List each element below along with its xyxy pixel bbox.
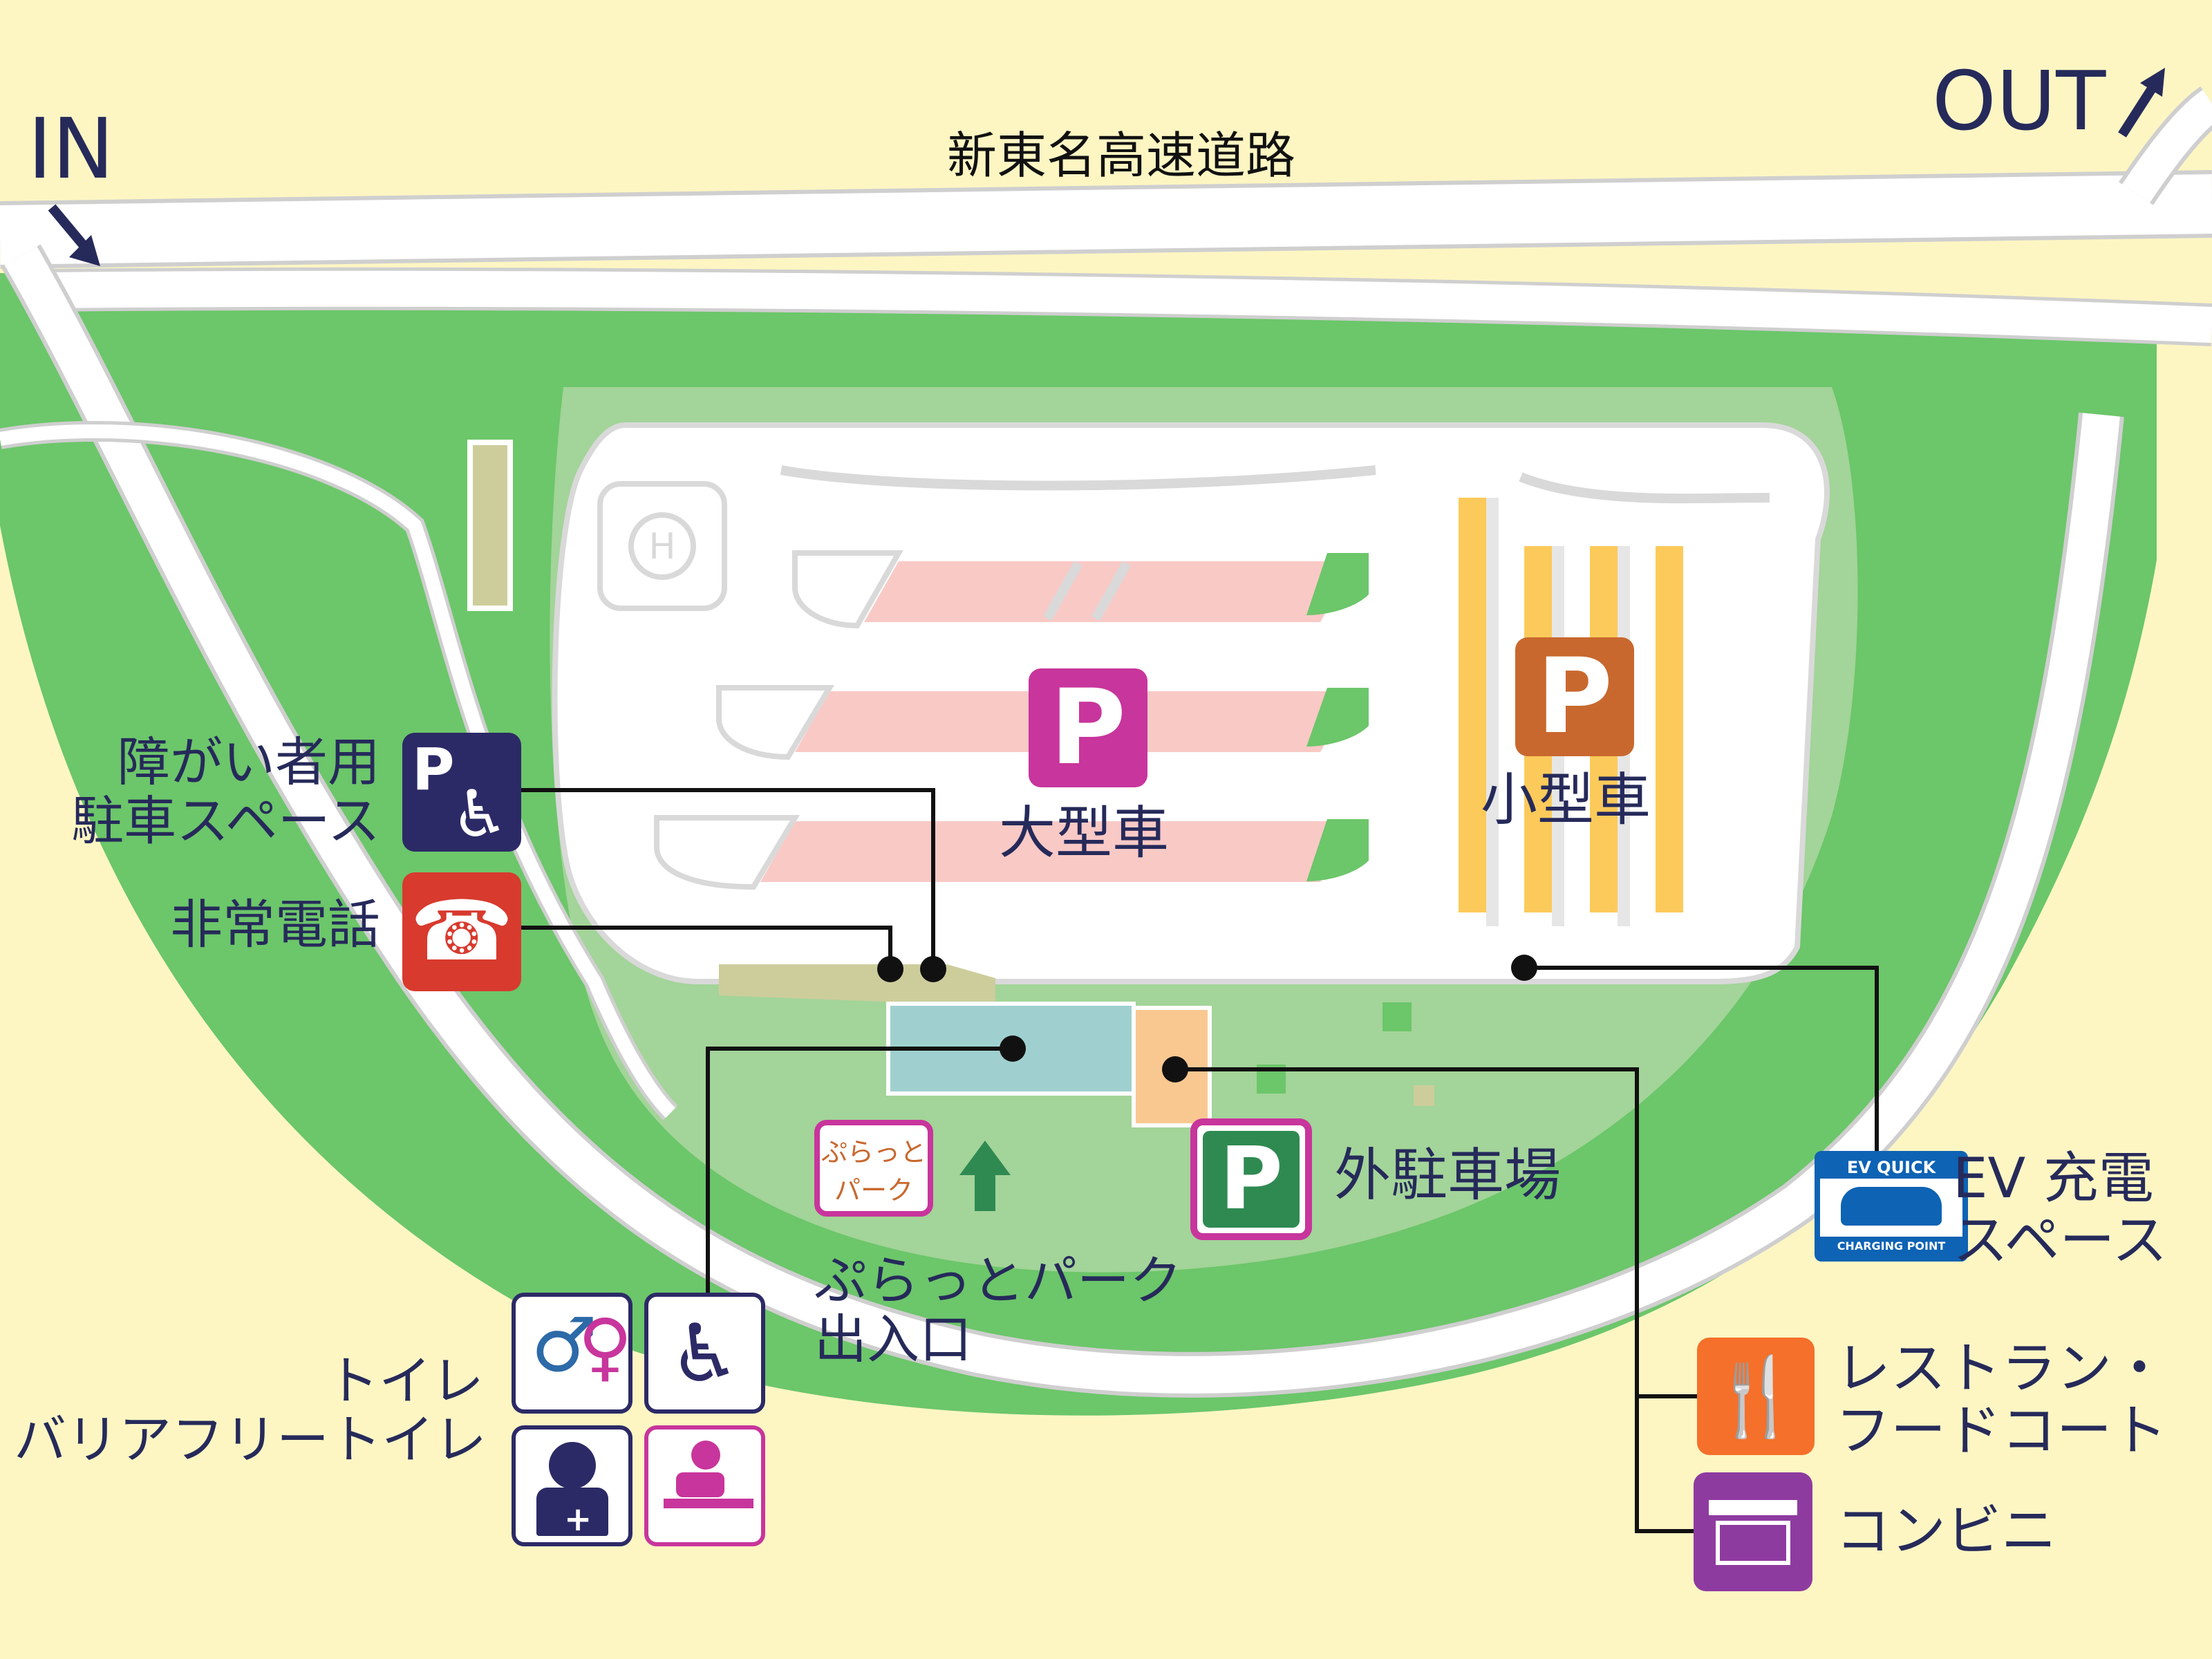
leader-restaurant	[1175, 1067, 1700, 1398]
island	[1306, 819, 1369, 881]
helipad-area	[597, 481, 727, 611]
telephone-icon: ☎	[410, 883, 514, 980]
entrance-label: IN	[28, 102, 115, 198]
service-strip	[467, 440, 513, 611]
out-arrow-icon	[2118, 68, 2165, 138]
in-arrow-icon	[48, 204, 100, 266]
small-vehicle-parking-icon: P	[1515, 637, 1634, 756]
island	[716, 685, 835, 760]
toilet-icon: ♂ ♀	[512, 1293, 632, 1414]
large-vehicle-label: 大型車	[999, 800, 1170, 866]
wheelchair-icon: ♿	[668, 1307, 741, 1400]
restaurant-label: レストラン・ フードコート	[1835, 1336, 2167, 1463]
toilet-label: トイレ バリアフリートイレ	[14, 1350, 487, 1471]
helipad-circle	[628, 512, 696, 580]
convenience-store-icon	[1694, 1472, 1812, 1591]
plat-park-logo: ぷらっと パーク	[814, 1120, 933, 1217]
leader-toilet	[706, 1047, 1013, 1293]
leader-ev	[1524, 966, 1879, 1151]
island	[1306, 688, 1369, 747]
restaurant-icon: 🍴	[1697, 1338, 1815, 1455]
ev-charging-icon: EV QUICK CHARGING POINT	[1815, 1151, 1968, 1262]
accessible-parking-label: 障がい者用 駐車スペース	[71, 731, 380, 852]
accessible-toilet-icon: ♿	[644, 1293, 765, 1414]
island	[654, 815, 800, 890]
leader-accessible-parking	[518, 788, 935, 969]
first-aid-icon: +	[512, 1425, 632, 1546]
large-parking-row-3	[760, 821, 1355, 882]
ev-charging-label: EV 充電 スペース	[1953, 1146, 2168, 1273]
outer-parking-label: 外駐車場	[1334, 1143, 1562, 1208]
male-figure: ♂	[531, 1302, 598, 1389]
leader-emergency-phone	[518, 926, 892, 969]
small-vehicle-label: 小型車	[1481, 767, 1651, 833]
accessible-parking-icon: P ♿	[402, 733, 521, 852]
electric-car-icon	[1841, 1187, 1942, 1226]
small-parking-strip	[1459, 498, 1486, 912]
leader-convenience	[1635, 1396, 1700, 1533]
fork-knife-spoon-icon: 🍴	[1708, 1352, 1803, 1441]
island	[1306, 553, 1369, 615]
emergency-phone-icon: ☎	[402, 872, 521, 991]
baby-changing-icon	[644, 1425, 765, 1546]
highway-name: 新東名高速道路	[947, 126, 1296, 185]
small-parking-strip	[1656, 546, 1683, 912]
plat-park-arrow-icon	[959, 1141, 1011, 1211]
emergency-phone-label: 非常電話	[170, 894, 380, 955]
female-figure: ♀	[578, 1304, 633, 1390]
island	[792, 550, 903, 629]
small-parking-divider	[1486, 498, 1499, 926]
plat-park-label: ぷらっとパーク 出入口	[814, 1250, 1182, 1371]
wheelchair-icon: ♿	[451, 777, 509, 852]
exit-label: OUT	[1932, 53, 2106, 149]
convenience-store-label: コンビニ	[1835, 1499, 2056, 1563]
outer-parking-icon: P	[1190, 1118, 1312, 1240]
large-vehicle-parking-icon: P	[1029, 668, 1147, 787]
helipad-symbol: H	[648, 526, 675, 568]
